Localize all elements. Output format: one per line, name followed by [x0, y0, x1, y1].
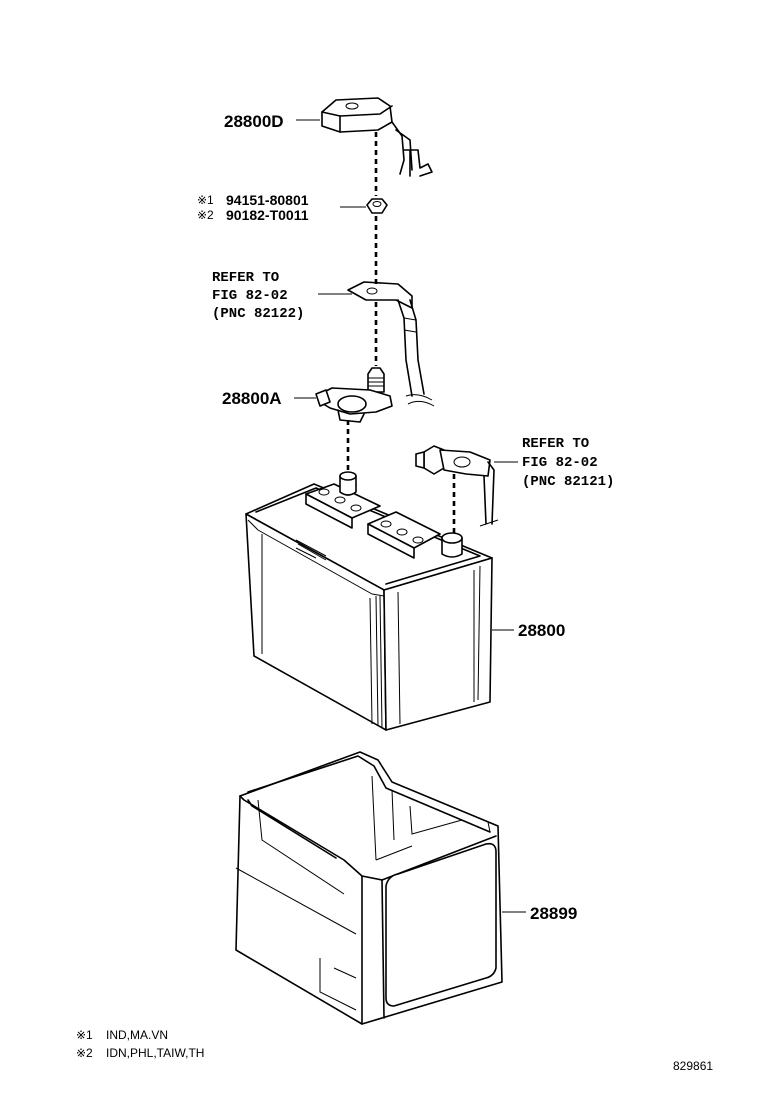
battery-drawing [245, 471, 493, 731]
label-nut-2-mark: ※2 [197, 208, 214, 222]
label-nut-2: 90182-T0011 [226, 207, 309, 223]
cable-terminal-upper-drawing [347, 281, 435, 407]
label-clamp: 28800A [222, 389, 282, 408]
footnote-2-mark: ※2 [76, 1046, 93, 1060]
refer-lower-line2: FIG 82-02 [522, 455, 598, 471]
refer-upper-line1: REFER TO [212, 270, 279, 286]
refer-lower-line3: (PNC 82121) [522, 474, 614, 490]
cable-terminal-lower-drawing [415, 445, 499, 527]
label-nut-1: 94151-80801 [226, 192, 309, 208]
terminal-cover-drawing [321, 97, 433, 177]
footnote-2-text: IDN,PHL,TAIW,TH [106, 1046, 204, 1060]
nut-drawing [366, 198, 388, 214]
clamp-drawing [315, 367, 393, 423]
refer-upper-line3: (PNC 82122) [212, 306, 304, 322]
label-tray: 28899 [530, 904, 577, 923]
footnote-1-text: IND,MA.VN [106, 1028, 168, 1042]
refer-lower-line1: REFER TO [522, 436, 589, 452]
label-nut-1-mark: ※1 [197, 193, 214, 207]
label-battery: 28800 [518, 621, 565, 640]
label-cover: 28800D [224, 112, 284, 131]
drawing-number: 829861 [673, 1059, 713, 1073]
refer-upper-line2: FIG 82-02 [212, 288, 288, 304]
battery-tray-drawing [235, 751, 503, 1025]
footnote-1-mark: ※1 [76, 1028, 93, 1042]
